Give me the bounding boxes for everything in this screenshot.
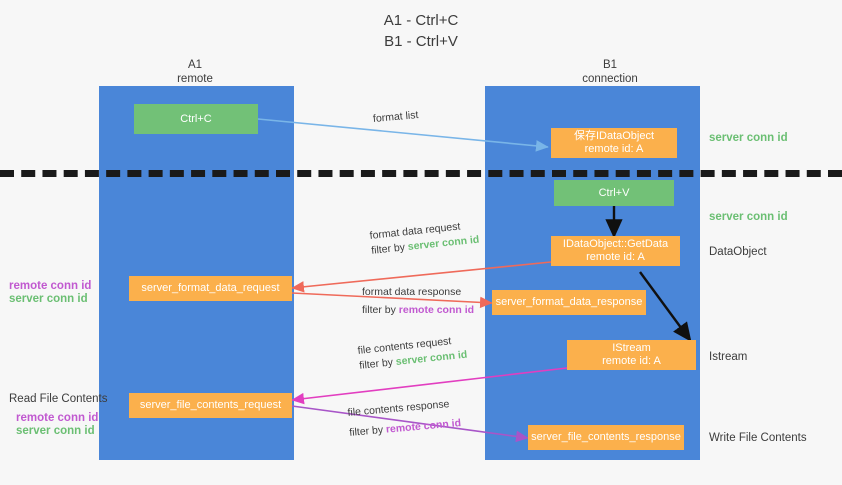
filter-prefix: filter by [348,423,387,439]
edge-label-format-data-request: format data request filter by server con… [369,218,480,259]
edge-label-format-data-response-line2: filter by remote conn id [362,303,474,318]
right-label-dataobject: DataObject [709,246,767,258]
phase-divider [0,170,842,177]
edge-label-file-contents-request: file contents request filter by server c… [357,333,468,374]
filter-prefix: filter by [358,356,397,372]
node-ctrl-v[interactable]: Ctrl+V [554,180,674,206]
node-istream[interactable]: IStream remote id: A [567,340,696,370]
page-title: A1 - Ctrl+C B1 - Ctrl+V [383,12,459,50]
right-label-write-file-contents: Write File Contents [709,432,807,444]
left-label-remote-conn-id-mid: remote conn id [9,280,92,292]
node-ctrl-c[interactable]: Ctrl+C [134,104,258,134]
node-idataobject-getdata[interactable]: IDataObject::GetData remote id: A [551,236,680,266]
right-label-server-conn-id-top: server conn id [709,132,788,144]
edge-label-format-list: format list [372,109,419,125]
column-header-b1: B1 connection [582,59,638,85]
filter-prefix: filter by [370,241,409,257]
left-label-server-conn-id-mid: server conn id [9,293,88,305]
node-server-format-data-response[interactable]: server_format_data_response [492,290,646,315]
node-server-format-data-request[interactable]: server_format_data_request [129,276,292,301]
edge-label-file-contents-response: file contents response filter by remote … [347,396,462,441]
filter-key-remote-conn-id: remote conn id [385,417,462,436]
edge-label-file-contents-response-line2: filter by remote conn id [349,416,462,441]
node-save-idataobject[interactable]: 保存IDataObject remote id: A [551,128,677,158]
edge-label-format-data-response-line1: format data response [362,286,462,298]
right-label-istream: Istream [709,351,748,363]
left-label-server-conn-id-bottom: server conn id [16,425,95,437]
edge-label-format-data-response: format data response filter by remote co… [362,285,474,318]
left-label-read-file-contents: Read File Contents [9,393,108,405]
filter-key-remote-conn-id: remote conn id [398,304,475,316]
left-label-remote-conn-id-bottom: remote conn id [16,412,99,424]
right-label-server-conn-id-mid: server conn id [709,211,788,223]
column-header-a1: A1 remote [177,59,213,85]
filter-prefix: filter by [362,304,399,316]
node-server-file-contents-response[interactable]: server_file_contents_response [528,425,684,450]
node-server-file-contents-request[interactable]: server_file_contents_request [129,393,292,418]
